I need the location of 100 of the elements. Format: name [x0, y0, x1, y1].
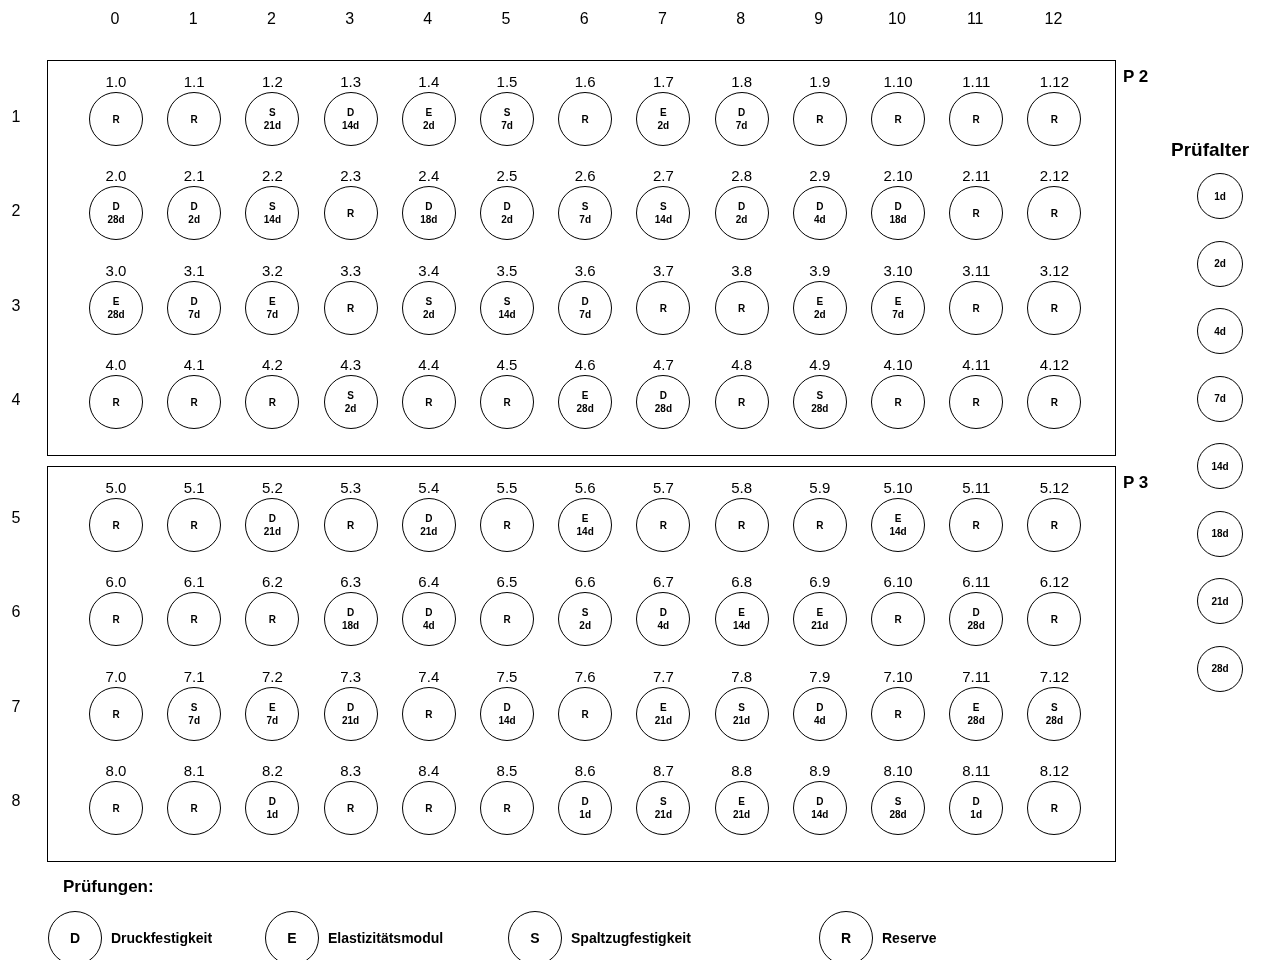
- test-letter: R: [894, 612, 902, 626]
- test-age: 21d: [654, 714, 672, 727]
- specimen-number: 7.10: [883, 668, 913, 685]
- test-age: 7d: [188, 308, 200, 321]
- specimen-number: 3.4: [418, 262, 440, 279]
- test-letter: E: [972, 701, 980, 714]
- age-circle: [1197, 645, 1243, 692]
- specimen-number: 2.1: [183, 167, 205, 184]
- test-letter: R: [112, 518, 120, 532]
- test-letter: E: [894, 295, 902, 308]
- test-letter: D: [816, 701, 824, 714]
- test-letter: R: [972, 395, 980, 409]
- column-number: 2: [266, 10, 276, 28]
- test-letter: R: [190, 518, 198, 532]
- test-letter: E: [269, 295, 276, 308]
- specimen-number: 8.9: [809, 762, 831, 779]
- test-letter: S: [503, 106, 511, 119]
- test-letter: R: [190, 112, 198, 126]
- test-letter: S: [738, 701, 745, 714]
- age-circle: [1197, 240, 1243, 287]
- test-age: 18d: [420, 213, 438, 226]
- specimen-number: 6.5: [496, 573, 518, 590]
- specimen-number: 7.12: [1039, 668, 1069, 685]
- test-age: 4d: [657, 619, 670, 632]
- age-circle: [1197, 375, 1243, 422]
- specimen-number: 6.12: [1039, 573, 1069, 590]
- specimen-number: 4.5: [496, 356, 518, 373]
- specimen-number: 8.12: [1039, 762, 1069, 779]
- column-number: 4: [423, 10, 433, 28]
- specimen-number: 1.7: [652, 73, 674, 90]
- test-age: 14d: [263, 213, 281, 226]
- test-age: 2d: [422, 119, 435, 132]
- test-age: 7d: [579, 308, 591, 321]
- test-age: 2d: [501, 213, 513, 226]
- specimen-number: 7.5: [496, 668, 518, 685]
- test-age: 28d: [1045, 714, 1063, 727]
- test-letter: R: [894, 112, 902, 126]
- test-letter: R: [346, 801, 355, 815]
- specimen-number: 4.3: [340, 356, 361, 373]
- test-letter: D: [112, 200, 120, 213]
- test-letter: E: [738, 606, 745, 619]
- test-letter: D: [737, 200, 746, 213]
- test-letter: D: [268, 512, 276, 525]
- test-letter: R: [268, 395, 276, 409]
- test-letter: S: [269, 106, 276, 119]
- specimen-number: 1.2: [261, 73, 283, 90]
- specimen-number: 5.10: [883, 479, 913, 496]
- test-letter: D: [737, 106, 746, 119]
- specimen-number: 6.3: [340, 573, 361, 590]
- panel-label: P 3: [1123, 473, 1149, 493]
- specimen-number: 8.1: [183, 762, 205, 779]
- specimen-number: 4.7: [652, 356, 674, 373]
- test-letter: R: [346, 301, 355, 315]
- test-letter: R: [112, 112, 120, 126]
- test-age: 28d: [1211, 662, 1229, 675]
- test-letter: R: [972, 518, 980, 532]
- test-letter: D: [581, 795, 589, 808]
- test-letter: S: [581, 606, 589, 619]
- specimen-number: 8.0: [105, 762, 127, 779]
- test-age: 7d: [1214, 392, 1226, 405]
- test-letter: R: [1050, 518, 1058, 532]
- test-age: 28d: [967, 619, 985, 632]
- column-number: 1: [188, 10, 198, 28]
- test-letter: D: [503, 701, 511, 714]
- row-number: 8: [11, 792, 21, 810]
- test-circle: [508, 911, 562, 960]
- specimen-number: 6.11: [962, 573, 991, 590]
- test-age: 14d: [654, 213, 672, 226]
- test-letter: D: [894, 200, 902, 213]
- age-circle: [1197, 173, 1243, 219]
- column-number: 9: [814, 10, 824, 28]
- test-age: 28d: [576, 402, 594, 415]
- test-age: 7d: [501, 119, 513, 132]
- test-letter: R: [190, 395, 198, 409]
- test-letter: D: [581, 295, 589, 308]
- test-letter: R: [1050, 301, 1058, 315]
- specimen-number: 2.12: [1039, 167, 1069, 184]
- test-letter: R: [581, 707, 589, 721]
- age-circle: [1197, 308, 1243, 354]
- test-age: 14d: [811, 808, 829, 821]
- specimen-number: 7.1: [183, 668, 205, 685]
- test-age: 21d: [811, 619, 829, 632]
- legend-heading: Prüfalter: [1171, 139, 1250, 161]
- specimen-number: 1.12: [1039, 73, 1069, 90]
- test-circle: [48, 911, 102, 960]
- test-letter: R: [503, 518, 511, 532]
- test-letter: D: [503, 200, 511, 213]
- test-age: 28d: [967, 714, 985, 727]
- specimen-number: 7.11: [962, 668, 991, 685]
- test-letter: D: [659, 389, 667, 402]
- test-letter: R: [894, 395, 902, 409]
- test-age: 2d: [344, 402, 357, 415]
- test-circle: [819, 911, 873, 960]
- test-age: 28d: [889, 808, 907, 821]
- test-letter: R: [581, 112, 589, 126]
- test-name: Spaltzugfestigkeit: [571, 930, 691, 946]
- specimen-number: 3.5: [496, 262, 518, 279]
- specimen-number: 4.8: [731, 356, 752, 373]
- specimen-number: 4.2: [261, 356, 283, 373]
- specimen-number: 8.7: [652, 762, 674, 779]
